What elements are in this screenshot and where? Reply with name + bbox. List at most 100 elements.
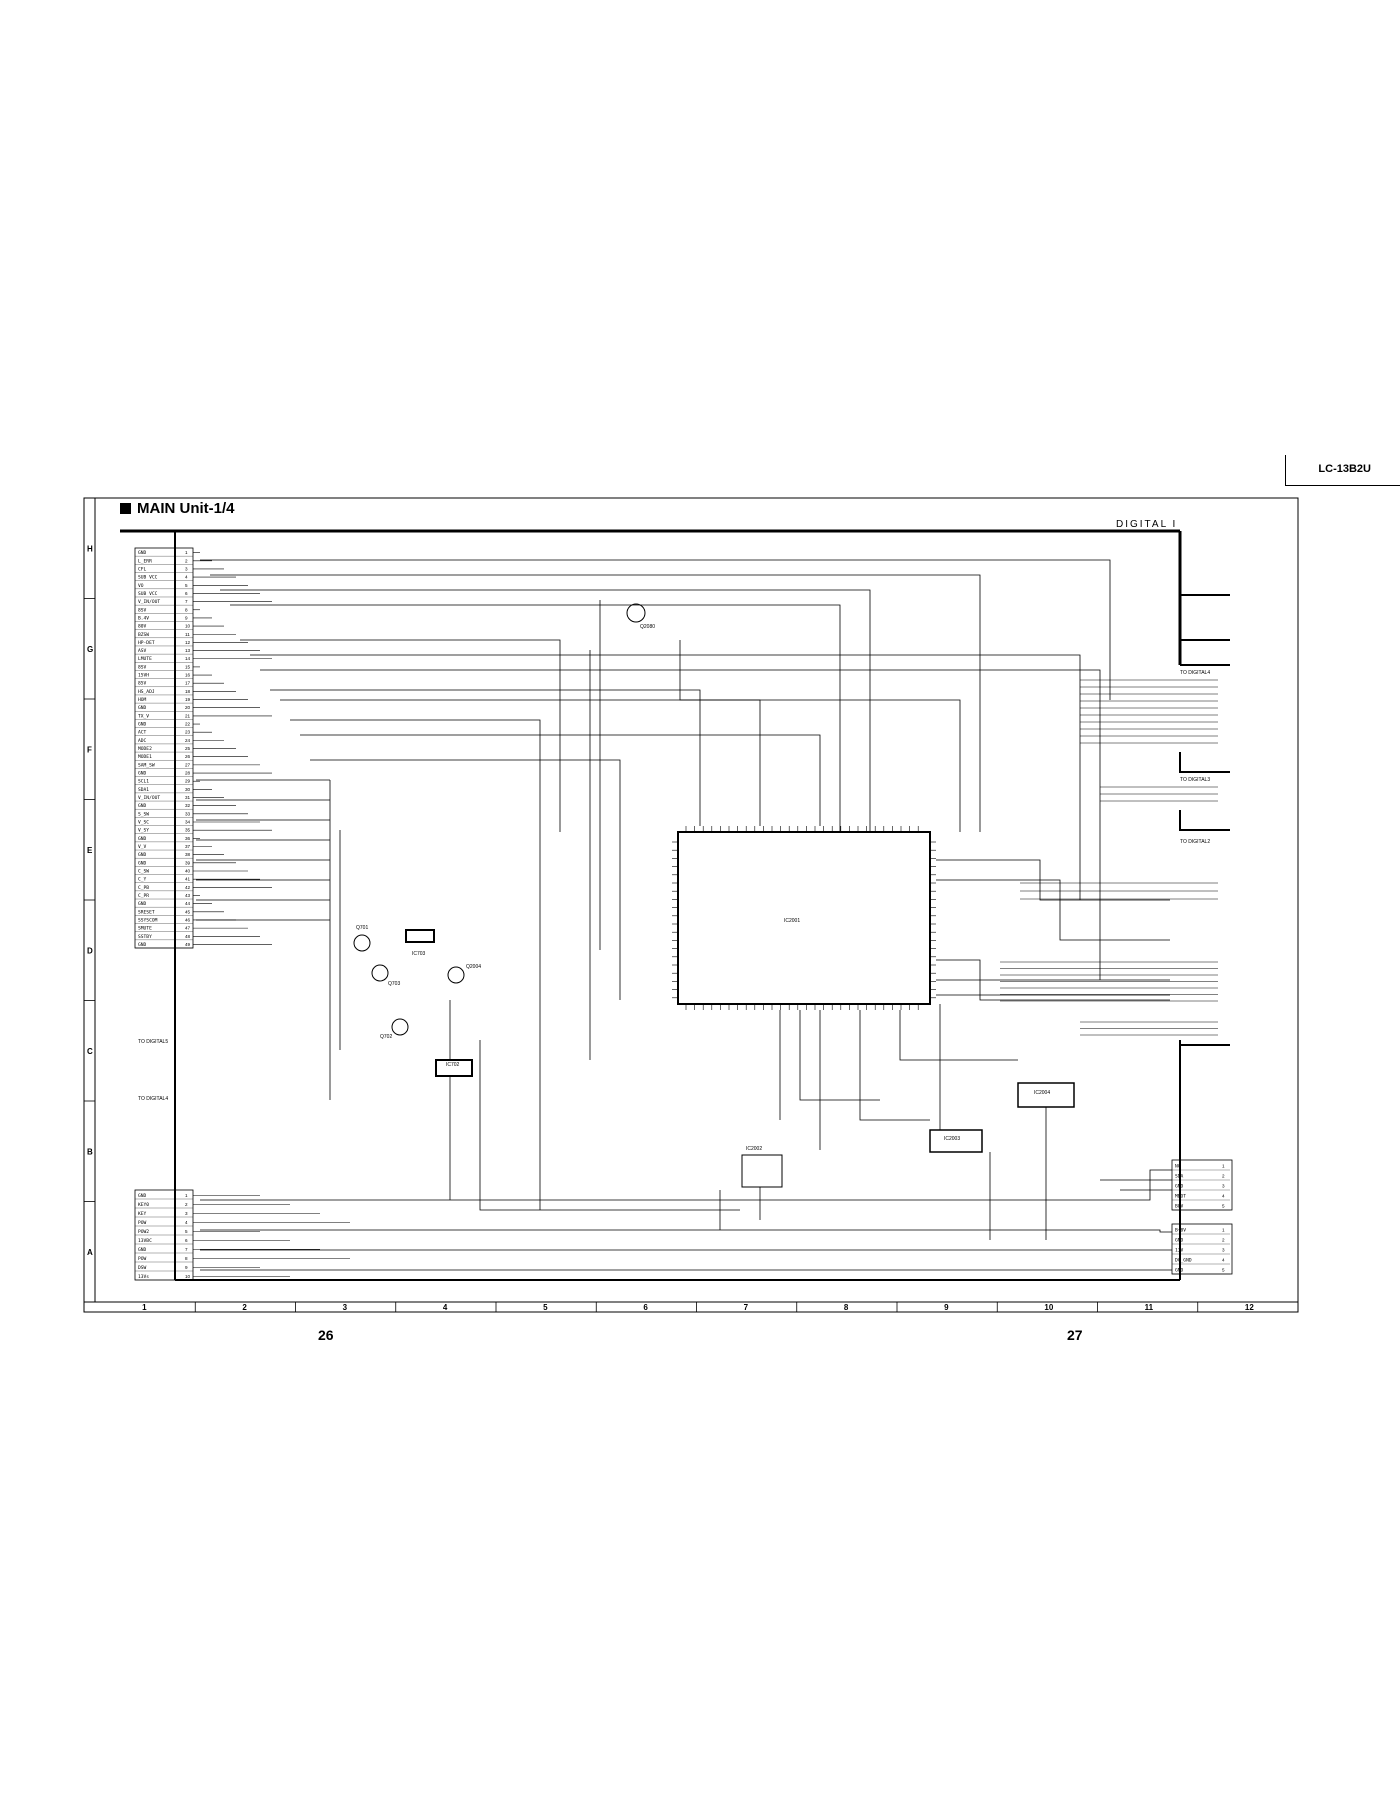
ic2004-block (1017, 1082, 1075, 1108)
main-connector-pin-number: 47 (185, 926, 191, 931)
key-connector-pin-number: 6 (185, 1238, 188, 1243)
main-connector-pin-label: HP-DET (138, 640, 155, 646)
wire-trace (200, 1229, 1172, 1233)
main-connector-pin-number: 36 (185, 836, 191, 841)
main-connector-pin-number: 15 (185, 664, 191, 669)
main-connector-pin-label: SUB VCC (138, 575, 158, 581)
wire-trace (280, 699, 761, 826)
grid-row-label: B (87, 1147, 93, 1156)
routing-wires (196, 559, 1172, 1271)
main-connector-pin-number: 1 (185, 550, 188, 555)
ic2002-block (741, 1154, 783, 1188)
grid-col-label: 11 (1145, 1303, 1154, 1312)
main-connector-pin-number: 8 (185, 607, 188, 612)
grid-col-label: 1 (142, 1303, 147, 1312)
key-connector-pin-number: 7 (185, 1247, 188, 1252)
q2080-label: Q2080 (640, 624, 655, 630)
main-connector-pin-label: GND (138, 901, 147, 907)
q703-label: Q703 (388, 981, 400, 987)
to-digital-2-label: TO DIGITAL2 (1180, 839, 1210, 845)
grid-col-label: 8 (844, 1303, 849, 1312)
main-connector-pin-label: V_SC (138, 820, 149, 826)
main-connector-pin-number: 5 (185, 583, 188, 588)
p2006-pin-number: 1 (1222, 1228, 1225, 1233)
main-connector-pin-label: ACT (138, 730, 147, 736)
main-connector-pin-label: 8SV (138, 607, 147, 613)
ic703-label: IC703 (412, 951, 426, 957)
key-connector-pin-label: KEY (138, 1211, 147, 1217)
key-connector-pin-label: POW (138, 1220, 147, 1226)
key-connector-pin-label: POW (138, 1256, 147, 1262)
key-connector-pin-number: 8 (185, 1256, 188, 1261)
main-connector-pin-label: HOM (138, 697, 147, 703)
wire-trace (310, 759, 621, 1000)
to-digital-3-label: TO DIGITAL3 (1180, 777, 1210, 783)
main-connector-pin-label: SAM_SW (138, 762, 155, 768)
main-connector-pin-label: SUB VCC (138, 591, 158, 597)
main-ic-label: IC2001 (784, 918, 800, 924)
p2005-pin-label: NC (1175, 1164, 1181, 1170)
wire-trace (479, 1040, 740, 1211)
main-connector-pin-label: L_ERR (138, 558, 152, 564)
to-digital-4-label: TO DIGITAL4 (1180, 670, 1210, 676)
wire-trace (270, 689, 701, 826)
main-connector-pin-number: 31 (185, 795, 191, 800)
main-connector-pin-number: 11 (185, 632, 190, 637)
key-connector-pin-number: 5 (185, 1229, 188, 1234)
ic703-regulator (405, 929, 435, 943)
key-connector-pin-label: GND (138, 1193, 147, 1199)
main-connector-pin-label: SCL1 (138, 779, 149, 785)
q2004-transistor (447, 966, 465, 984)
ic2003-label: IC2003 (944, 1136, 960, 1142)
main-connector-pin-label: C_PR (138, 893, 149, 899)
main-connector-pin-number: 3 (185, 566, 188, 571)
wire-trace (290, 719, 541, 1210)
main-connector-pin-label: LMUTE (138, 656, 152, 662)
main-connector-pin-label: V_IN/OUT (138, 599, 160, 605)
grid-row-label: H (87, 544, 93, 553)
model-label-box: LC-13B2U (1285, 455, 1400, 486)
p2005-pin-number: 3 (1222, 1184, 1225, 1189)
wire-trace (200, 1169, 1172, 1201)
ic2003-block (929, 1129, 983, 1153)
main-connector-pin-number: 17 (185, 681, 191, 686)
main-connector-pin-label: SMUTE (138, 926, 152, 932)
main-connector-pin-label: GND (138, 722, 147, 728)
main-connector-pin-label: C_Y (138, 877, 147, 883)
p2005-pin-label: MBOT (1175, 1194, 1186, 1200)
main-connector-pin-number: 42 (185, 885, 191, 890)
main-connector-pin-label: GND (138, 942, 147, 948)
main-connector-pin-label: HS_ADJ (138, 689, 155, 695)
main-connector-pin-label: GND (138, 550, 147, 556)
key-connector-pin-number: 9 (185, 1265, 188, 1270)
main-connector-pin-number: 19 (185, 697, 191, 702)
q2080-transistor (626, 603, 646, 623)
main-connector-pin-number: 33 (185, 811, 191, 816)
main-connector-pin-label: V_IN/OUT (138, 795, 160, 801)
wire-trace (936, 879, 1170, 941)
q2004-label: Q2004 (466, 964, 481, 970)
main-connector-pin-label: V_V (138, 844, 147, 850)
main-connector-pin-number: 39 (185, 860, 191, 865)
wire-trace (240, 639, 561, 832)
grid-col-label: 12 (1245, 1303, 1254, 1312)
p2006-pin-label: B+8V (1175, 1228, 1186, 1234)
main-connector-pin-number: 25 (185, 746, 191, 751)
ic702-regulator (435, 1059, 473, 1077)
key-connector-pin-number: 1 (185, 1193, 188, 1198)
p2005-pin-number: 5 (1222, 1204, 1225, 1209)
main-connector-pin-number: 10 (185, 624, 191, 629)
main-connector-pin-label: BZSW (138, 632, 149, 638)
main-connector-pin-label: B.4V (138, 615, 149, 621)
main-connector-pin-number: 46 (185, 917, 191, 922)
main-connector-pin-number: 7 (185, 599, 188, 604)
p2005-pin-label: B8V (1175, 1204, 1184, 1210)
main-connector-pin-number: 28 (185, 771, 191, 776)
key-connector-pin-label: 13VBC (138, 1238, 152, 1244)
main-connector-pin-label: GND (138, 705, 147, 711)
q702-label: Q702 (380, 1034, 392, 1040)
wire-trace (899, 1010, 1018, 1061)
p2005-pin-number: 1 (1222, 1164, 1225, 1169)
main-connector-pin-number: 35 (185, 828, 191, 833)
main-connector-pin-number: 48 (185, 934, 191, 939)
